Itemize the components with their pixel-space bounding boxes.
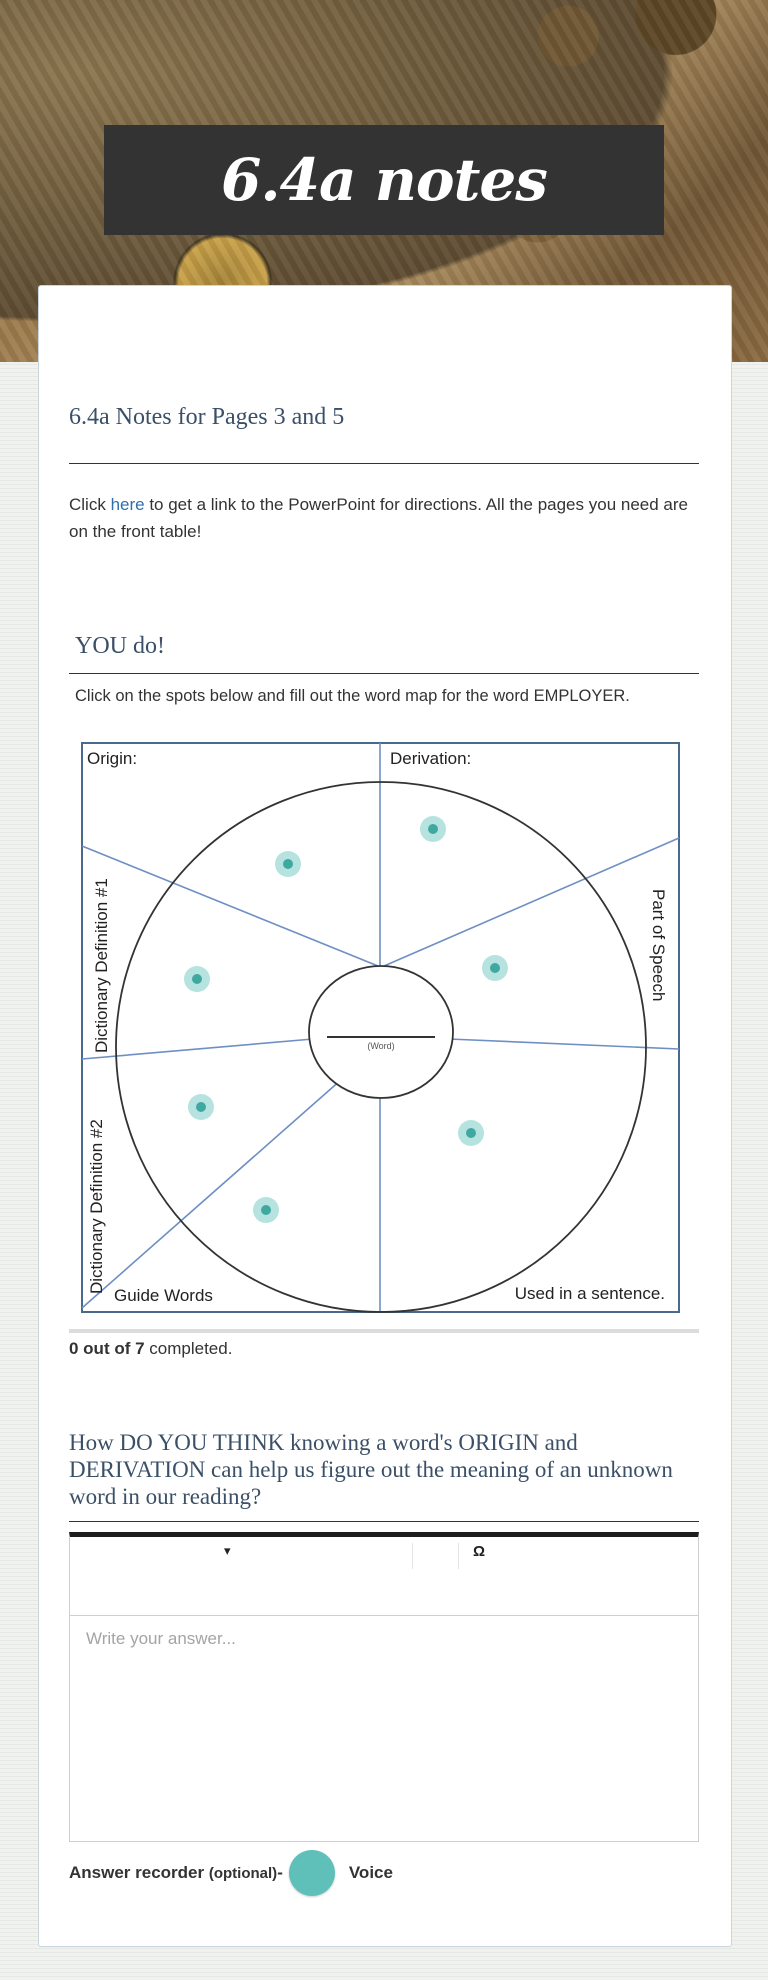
hotspot-sentence[interactable] — [458, 1120, 484, 1146]
editor-toolbar: ▾ Ω — [70, 1537, 698, 1616]
origin-label: Origin: — [87, 749, 137, 768]
hotspot-part-of-speech[interactable] — [482, 955, 508, 981]
progress-bar — [69, 1329, 699, 1333]
content-card: 6.4a Notes for Pages 3 and 5 Click here … — [38, 285, 732, 1947]
divider — [69, 463, 699, 464]
hotspot-derivation[interactable] — [420, 816, 446, 842]
voice-record-button[interactable] — [288, 1850, 335, 1896]
part-of-speech-label: Part of Speech — [649, 889, 668, 1001]
rich-text-editor: ▾ Ω — [69, 1532, 699, 1842]
hotspot-layer — [184, 816, 508, 1223]
hotspot-origin[interactable] — [275, 851, 301, 877]
derivation-label: Derivation: — [390, 749, 471, 768]
section-heading-notes: 6.4a Notes for Pages 3 and 5 — [69, 404, 345, 430]
definition-1-label: Dictionary Definition #1 — [92, 878, 111, 1053]
powerpoint-link[interactable]: here — [110, 495, 145, 514]
definition-2-label: Dictionary Definition #2 — [87, 1119, 106, 1294]
completion-status: 0 out of 7 completed. — [69, 1339, 233, 1358]
answer-recorder: Answer recorder (optional) - Voice — [69, 1850, 393, 1896]
special-character-button[interactable]: Ω — [473, 1543, 486, 1560]
divider — [69, 673, 699, 674]
word-placeholder-label: (Word) — [367, 1041, 394, 1051]
directions-paragraph: Click here to get a link to the PowerPoi… — [69, 495, 688, 541]
word-map-instruction: Click on the spots below and fill out th… — [75, 687, 630, 705]
section-heading-you-do: YOU do! — [75, 633, 165, 659]
word-map-image: (Word) Origin: Derivation: Guide Words U… — [80, 741, 681, 1314]
format-dropdown[interactable]: ▾ — [224, 1543, 231, 1558]
hotspot-definition-2[interactable] — [188, 1094, 214, 1120]
hotspot-guide-words[interactable] — [253, 1197, 279, 1223]
divider — [69, 1521, 699, 1522]
toolbar-separator — [458, 1543, 459, 1569]
guide-words-label: Guide Words — [114, 1286, 213, 1305]
sentence-label: Used in a sentence. — [515, 1284, 665, 1303]
voice-label: Voice — [348, 1863, 393, 1882]
hotspot-definition-1[interactable] — [184, 966, 210, 992]
page-title: 6.4a notes — [104, 125, 664, 235]
answer-input[interactable] — [86, 1629, 682, 1829]
toolbar-separator — [412, 1543, 413, 1569]
question-heading: How DO YOU THINK knowing a word's ORIGIN… — [69, 1430, 673, 1509]
